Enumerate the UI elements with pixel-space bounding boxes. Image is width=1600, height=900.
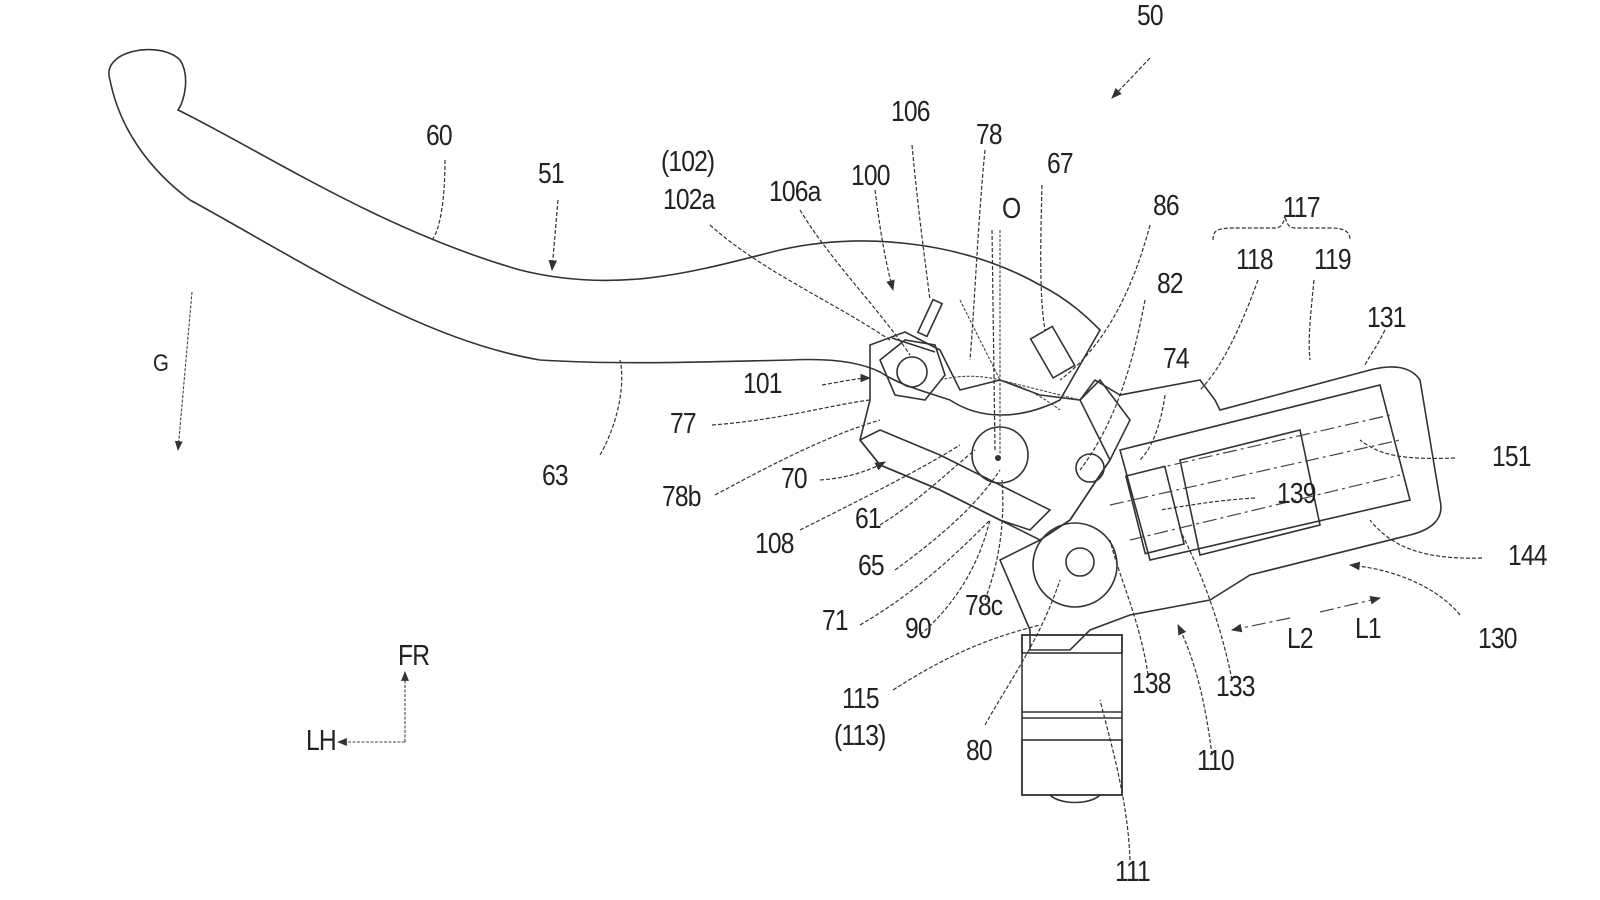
master-cylinder-body (998, 366, 1442, 651)
label-115: 115 (842, 683, 880, 715)
label-106: 106 (891, 96, 930, 128)
label-118: 118 (1236, 244, 1274, 276)
label-131: 131 (1367, 302, 1406, 334)
label-77: 77 (670, 408, 697, 440)
pivot-shaft (971, 426, 1029, 484)
label-151: 151 (1492, 441, 1531, 473)
label-80: 80 (966, 735, 993, 767)
adjuster-nut (879, 339, 946, 401)
holder-arm (858, 429, 1052, 531)
label-l1: L1 (1355, 613, 1382, 645)
cylinder-bore (1119, 384, 1411, 561)
direction-l2-arrow (1230, 617, 1291, 633)
label-l2: L2 (1287, 623, 1314, 655)
direction-l1-arrow (1319, 596, 1382, 613)
label-108: 108 (755, 528, 794, 560)
label-65: 65 (858, 550, 885, 582)
label-110: 110 (1197, 745, 1235, 777)
label-117: 117 (1283, 192, 1321, 224)
label-100: 100 (851, 160, 890, 192)
label-90: 90 (905, 613, 932, 645)
direction-g-arrow (174, 291, 193, 451)
label-63: 63 (542, 460, 569, 492)
label-111: 111 (1115, 856, 1151, 888)
label-67: 67 (1047, 148, 1074, 180)
label-113-paren: (113) (834, 720, 886, 752)
brake-lever-body (108, 48, 1101, 416)
bracket-117 (1212, 214, 1351, 241)
label-61: 61 (855, 503, 882, 535)
cam-roller (1032, 522, 1118, 608)
label-71: 71 (822, 605, 849, 637)
label-60: 60 (426, 120, 453, 152)
label-50: 50 (1137, 0, 1164, 32)
adjuster-bolt (896, 356, 928, 388)
label-130: 130 (1478, 623, 1517, 655)
label-g: G (153, 350, 169, 377)
label-78c: 78c (965, 590, 1003, 622)
label-102-paren: (102) (661, 146, 715, 178)
label-78b: 78b (662, 481, 701, 513)
handlebar-clamp (1021, 634, 1123, 796)
label-86: 86 (1153, 190, 1180, 222)
label-138: 138 (1132, 668, 1171, 700)
label-101: 101 (743, 368, 782, 400)
label-74: 74 (1163, 343, 1190, 375)
leader-lines (431, 144, 1483, 861)
assembly-50-arrow (1111, 57, 1151, 99)
piston (1124, 465, 1186, 555)
label-78: 78 (976, 119, 1003, 151)
label-lh: LH (306, 725, 337, 757)
label-139: 139 (1277, 478, 1316, 510)
label-fr: FR (398, 640, 430, 672)
label-119: 119 (1314, 244, 1352, 276)
spring-part (1029, 325, 1076, 380)
label-70: 70 (781, 463, 808, 495)
label-82: 82 (1157, 268, 1184, 300)
label-51: 51 (538, 158, 565, 190)
label-o: O (1002, 193, 1021, 225)
label-106a: 106a (769, 176, 821, 208)
label-144: 144 (1508, 540, 1547, 572)
label-102a: 102a (663, 184, 715, 216)
label-133: 133 (1216, 671, 1255, 703)
